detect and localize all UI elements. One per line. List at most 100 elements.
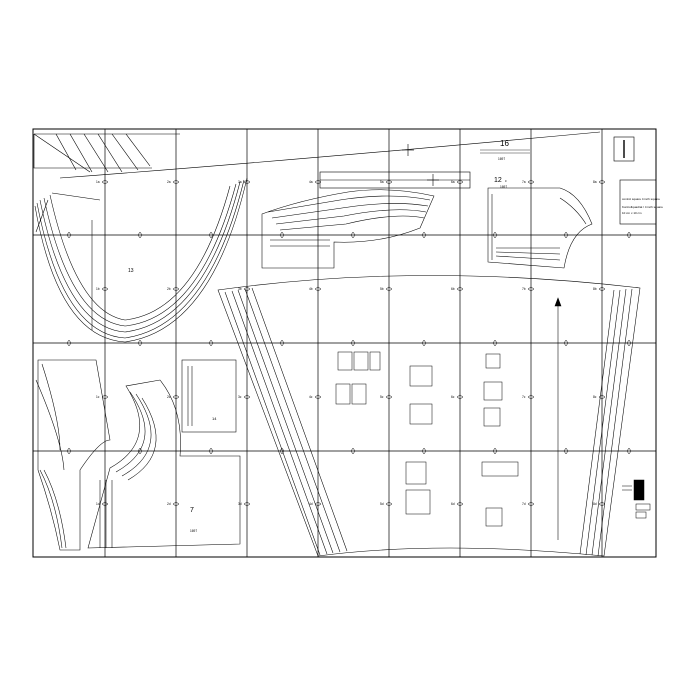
- piece-12-label: 1697: [500, 185, 507, 189]
- tile-label: 5a: [380, 180, 384, 184]
- tile-join-marker: [101, 501, 109, 507]
- tile-join-marker: [492, 339, 498, 347]
- tile-label: 1c: [96, 395, 100, 399]
- tile-label: 1b: [96, 287, 100, 291]
- tile-join-marker: [527, 501, 535, 507]
- tile-join-marker: [626, 231, 632, 239]
- tile-label: 2b: [167, 287, 171, 291]
- tile-join-marker: [598, 394, 606, 400]
- piece-14: 14: [181, 359, 237, 433]
- piece-16-label: 1697: [498, 157, 505, 161]
- tile-label: 1d: [96, 502, 100, 506]
- piece-side-panel: [487, 187, 593, 269]
- tile-join-marker: [137, 339, 143, 347]
- tile-join-marker: [314, 286, 322, 292]
- test-square-line-3: 10 cm x 10 cm: [622, 211, 642, 215]
- piece-waistband-strips: [33, 131, 601, 179]
- tile-join-marker: [279, 231, 285, 239]
- piece-curved-band: [217, 275, 641, 557]
- tile-join-marker: [421, 447, 427, 455]
- piece-7: 7 1697: [87, 379, 241, 549]
- tile-label: 2c: [167, 395, 171, 399]
- tile-label: 7a: [522, 180, 526, 184]
- tile-join-marker: [137, 447, 143, 455]
- tile-label: 8b: [593, 287, 597, 291]
- tile-join-marker: [626, 339, 632, 347]
- tile-join-marker: [101, 394, 109, 400]
- piece-14-number: 14: [212, 416, 217, 421]
- tile-join-marker: [279, 447, 285, 455]
- tile-label: 6b: [451, 287, 455, 291]
- sheet-legend: [622, 479, 651, 519]
- test-square-line-2: Kontrollquadrat / 4 inch square: [622, 205, 663, 209]
- piece-u-curve: 13: [34, 177, 248, 343]
- tile-label: 6d: [451, 502, 455, 506]
- tile-label: 6a: [451, 180, 455, 184]
- tile-join-marker: [172, 179, 180, 185]
- tile-label: 7d: [522, 502, 526, 506]
- tile-join-marker: [172, 394, 180, 400]
- tile-join-marker: [350, 231, 356, 239]
- tile-join-marker: [598, 179, 606, 185]
- piece-7-label: 1697: [190, 529, 197, 533]
- tile-label: 6c: [451, 395, 455, 399]
- tile-join-marker: [527, 286, 535, 292]
- tile-join-marker: [456, 286, 464, 292]
- tile-join-marker: [314, 179, 322, 185]
- tile-join-marker: [492, 447, 498, 455]
- tile-join-marker: [350, 339, 356, 347]
- tile-join-marker: [101, 286, 109, 292]
- piece-16: 16 1697: [480, 136, 635, 162]
- test-square-line-1: control square 4 inch square: [622, 197, 660, 201]
- pocket-pieces: [335, 351, 519, 527]
- tile-join-marker: [243, 501, 251, 507]
- piece-13-number: 13: [128, 268, 134, 274]
- tile-join-marker: [243, 394, 251, 400]
- tile-label: 7b: [522, 287, 526, 291]
- piece-12: 12 c 1697: [319, 171, 507, 189]
- tile-label: 5d: [380, 502, 384, 506]
- tile-join-marker: [350, 447, 356, 455]
- tile-join-marker: [527, 179, 535, 185]
- tile-join-marker: [66, 231, 72, 239]
- tile-join-marker: [66, 339, 72, 347]
- tile-join-marker: [208, 231, 214, 239]
- tile-label: 2a: [167, 180, 171, 184]
- tile-join-marker: [563, 231, 569, 239]
- tile-join-marker: [314, 394, 322, 400]
- test-square: control square 4 inch square Kontrollqua…: [619, 179, 663, 225]
- tile-join-marker: [137, 231, 143, 239]
- tile-label: 8d: [593, 502, 597, 506]
- tile-join-marker: [421, 231, 427, 239]
- tile-label: 1a: [96, 180, 100, 184]
- tile-label: 4a: [309, 180, 313, 184]
- tile-join-marker: [172, 501, 180, 507]
- tile-join-marker: [208, 339, 214, 347]
- tile-join-marker: [456, 394, 464, 400]
- piece-yoke: [261, 189, 435, 269]
- tile-label: 7c: [522, 395, 526, 399]
- piece-12-number: 12: [494, 177, 502, 184]
- tile-join-marker: [385, 394, 393, 400]
- tile-label: 4d: [309, 502, 313, 506]
- piece-12-suffix: c: [505, 179, 507, 183]
- tile-join-marker: [626, 447, 632, 455]
- tile-join-marker: [385, 179, 393, 185]
- tile-join-marker: [279, 339, 285, 347]
- tile-join-marker: [314, 501, 322, 507]
- tile-join-marker: [598, 501, 606, 507]
- tile-label: 4c: [309, 395, 313, 399]
- tile-label: 4b: [309, 287, 313, 291]
- tile-join-marker: [385, 286, 393, 292]
- tile-join-marker: [563, 447, 569, 455]
- tile-markers: 1a1b1c1d2a2b2c2d3a3b3c3d4a4b4c4d5a5b5c5d…: [66, 179, 632, 507]
- tile-join-marker: [456, 501, 464, 507]
- tile-grid: [33, 129, 656, 557]
- tile-join-marker: [456, 179, 464, 185]
- tile-label: 8c: [593, 395, 597, 399]
- piece-16-number: 16: [500, 139, 509, 148]
- tile-join-marker: [208, 447, 214, 455]
- tile-label: 3c: [238, 395, 242, 399]
- tile-join-marker: [172, 286, 180, 292]
